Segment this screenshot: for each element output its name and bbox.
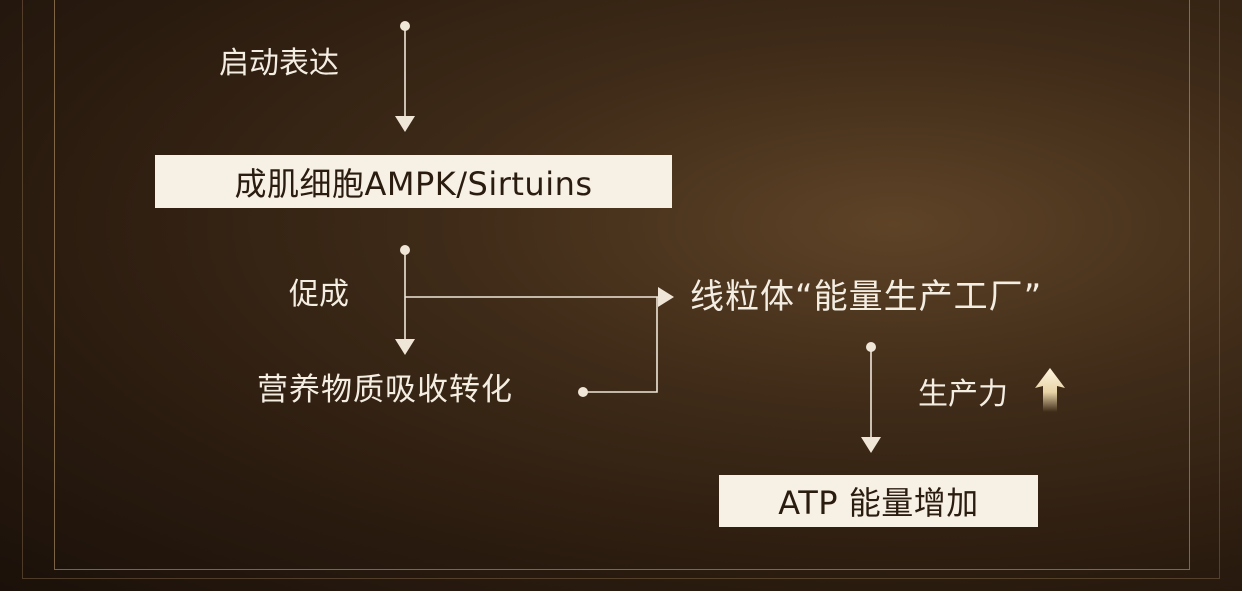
atp-box-label: ATP 能量增加 bbox=[778, 484, 979, 522]
label-promote: 促成 bbox=[289, 277, 349, 312]
myoblast-box: 成肌细胞AMPK/Sirtuins bbox=[155, 155, 672, 208]
outer-frame bbox=[22, 0, 1220, 579]
dot-right bbox=[866, 342, 876, 352]
connector-nutrient-elbow bbox=[583, 297, 658, 393]
atp-box: ATP 能量增加 bbox=[719, 475, 1038, 527]
label-start-expression: 启动表达 bbox=[219, 46, 339, 81]
dot-middle bbox=[400, 245, 410, 255]
label-mitochondria: 线粒体“能量生产工厂” bbox=[690, 277, 1043, 317]
arrowhead-top bbox=[395, 116, 415, 132]
label-productivity: 生产力 bbox=[918, 377, 1008, 412]
arrowhead-middle bbox=[395, 339, 415, 355]
myoblast-box-label: 成肌细胞AMPK/Sirtuins bbox=[234, 164, 593, 203]
arrowhead-right bbox=[861, 437, 881, 453]
label-nutrient-conversion: 营养物质吸收转化 bbox=[257, 372, 513, 408]
dot-top bbox=[400, 21, 410, 31]
arrowhead-promote bbox=[658, 287, 674, 307]
up-arrow-icon bbox=[1035, 368, 1065, 412]
dot-nutrient bbox=[578, 387, 588, 397]
inner-frame bbox=[54, 0, 1190, 570]
